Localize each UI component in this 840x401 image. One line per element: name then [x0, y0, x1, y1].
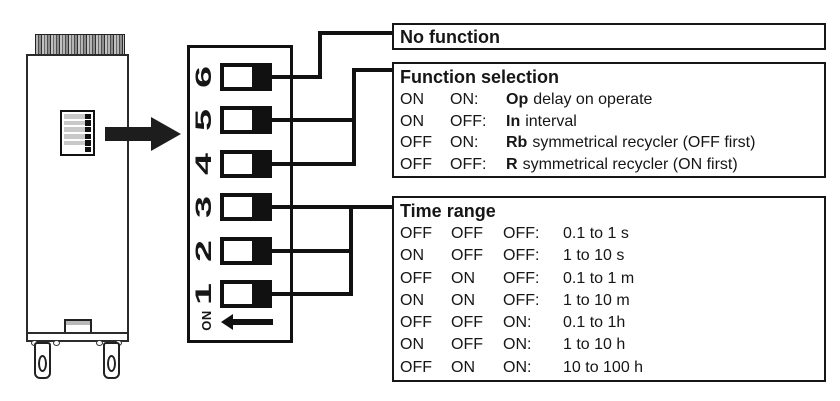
switch-6-slider[interactable] [224, 67, 252, 87]
time-range-value: 0.1 to 1 m [563, 269, 635, 287]
mini-switch-bar [64, 126, 91, 132]
sw3-state: OFF: [503, 269, 540, 287]
switch-5-slider[interactable] [224, 110, 252, 130]
device-body [26, 54, 129, 342]
switch-3-slider[interactable] [224, 197, 252, 217]
on-direction-arrow-body [233, 319, 273, 325]
sw1-state: ON [400, 291, 424, 309]
time-range-row: ON ON OFF: 1 to 10 m [394, 290, 824, 312]
sw2-state: ON [451, 291, 475, 309]
time-range-row: OFF ON ON: 10 to 100 h [394, 357, 824, 379]
sw3-state: OFF: [503, 291, 540, 309]
sw1-state: ON [400, 247, 424, 265]
sw1-state: OFF [400, 314, 432, 332]
device-base-line [26, 332, 129, 334]
sw2-state: OFF [451, 247, 483, 265]
sw3-state: ON: [503, 336, 532, 354]
sw4-state: OFF: [450, 112, 487, 130]
sw4-state: OFF: [450, 155, 487, 173]
sw3-state: OFF: [503, 225, 540, 242]
sw1-state: OFF [400, 269, 432, 287]
connector-line-switch5 [262, 118, 356, 122]
function-selection-title: Function selection [400, 67, 560, 87]
sw1-state: ON [400, 336, 424, 354]
function-code: Rb [506, 134, 528, 151]
sw5-state: OFF [400, 155, 432, 173]
sw4-state: ON: [450, 91, 479, 108]
time-range-row: OFF OFF OFF: 0.1 to 1 s [394, 223, 824, 245]
time-range-row: OFF OFF ON: 0.1 to 1h [394, 312, 824, 334]
sw5-state: ON [400, 112, 424, 130]
connector-line-switch4 [262, 162, 356, 166]
no-function-title: No function [400, 27, 500, 47]
device-bottom-tab [64, 319, 92, 334]
no-function-box: No function [392, 23, 826, 50]
sw1-state: OFF [400, 225, 432, 242]
mini-switch-bar [64, 113, 91, 119]
mini-switch-bar [64, 140, 91, 146]
time-range-value: 1 to 10 s [563, 247, 625, 265]
mini-switch-bar [64, 146, 91, 152]
connector-line-to-function-selection [352, 68, 394, 72]
dip-switch-5[interactable] [220, 106, 272, 134]
on-direction-label: ON [198, 310, 214, 331]
sw2-state: ON [451, 269, 475, 287]
time-range-value: 0.1 to 1h [563, 314, 626, 332]
zoom-arrow-head [151, 117, 181, 151]
sw3-state: ON: [503, 314, 532, 332]
connector-line-switch1 [262, 292, 353, 296]
time-range-row: ON OFF ON: 1 to 10 h [394, 334, 824, 356]
connector-line-switch2 [262, 249, 353, 253]
time-range-box: Time range OFF OFF OFF: 0.1 to 1 s ON OF… [392, 196, 826, 382]
function-code: In [506, 112, 521, 130]
zoom-arrow-body [105, 127, 153, 141]
on-direction-arrow-icon [221, 314, 233, 330]
function-code: Op [506, 91, 529, 108]
connector-line-to-no-function [318, 31, 394, 35]
sw2-state: ON [451, 358, 475, 376]
connector-line-to-time-range [262, 205, 394, 209]
sw4-state: ON: [450, 134, 479, 151]
time-range-value: 1 to 10 m [563, 291, 630, 309]
device-pin-mark [96, 340, 103, 346]
device-pin-mark [53, 340, 60, 346]
connector-line-switch6-riser [318, 31, 322, 79]
time-range-row: OFF ON OFF: 0.1 to 1 m [394, 268, 824, 290]
mini-switch-bar [64, 120, 91, 126]
device-mounting-foot [34, 342, 51, 379]
function-code: R [506, 155, 518, 173]
switch-1-slider[interactable] [224, 284, 252, 304]
sw3-state: ON: [503, 358, 532, 376]
sw3-state: OFF: [503, 247, 540, 265]
sw5-state: OFF [400, 134, 432, 151]
time-range-value: 0.1 to 1 s [563, 225, 629, 242]
device-ribbed-cap [35, 34, 125, 56]
mini-switch-bar [64, 133, 91, 139]
sw1-state: OFF [400, 358, 432, 376]
connector-bus-function [352, 68, 356, 166]
sw2-state: OFF [451, 336, 483, 354]
time-range-row: ON OFF OFF: 1 to 10 s [394, 245, 824, 267]
device-mini-dip-switch [60, 110, 95, 156]
sw2-state: OFF [451, 314, 483, 332]
device-mounting-foot [103, 342, 120, 379]
time-range-value: 10 to 100 h [563, 358, 644, 376]
connector-line-switch6 [262, 75, 322, 79]
time-range-value: 1 to 10 h [563, 336, 626, 354]
switch-4-slider[interactable] [224, 154, 252, 174]
sw5-state: ON [400, 91, 424, 108]
time-range-title: Time range [400, 201, 496, 221]
switch-2-slider[interactable] [224, 241, 252, 261]
sw2-state: OFF [451, 225, 483, 242]
